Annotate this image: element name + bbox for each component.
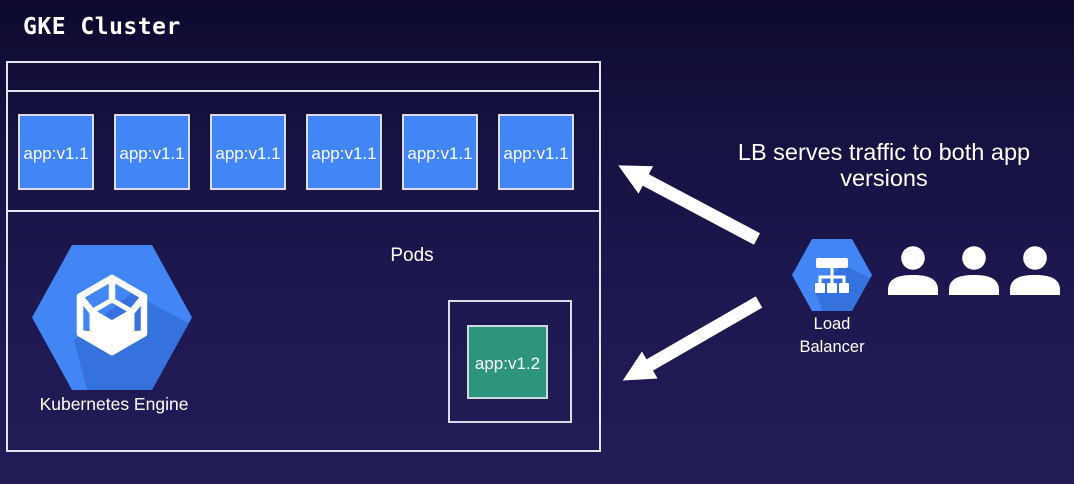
cluster-header-divider	[8, 90, 599, 92]
load-balancer-label: Load Balancer	[799, 315, 865, 356]
user-silhouette-icon	[888, 246, 938, 295]
pod-v1-box: app:v1.1	[114, 114, 190, 190]
gke-cluster-boundary: app:v1.1 app:v1.1 app:v1.1 app:v1.1 app:v1.1…	[6, 61, 601, 452]
pod-v2-box: app:v1.2	[467, 325, 548, 399]
pods-label: Pods	[390, 245, 434, 266]
user-silhouette-icon	[949, 246, 999, 295]
kubernetes-engine-label: Kubernetes Engine	[39, 394, 189, 414]
pods-row-divider	[8, 210, 599, 212]
pods-row: app:v1.1 app:v1.1 app:v1.1 app:v1.1 app:v1.1…	[18, 114, 574, 190]
pod-v1-box: app:v1.1	[210, 114, 286, 190]
user-silhouette-icon	[1010, 246, 1060, 295]
arrow-lb-to-v12-pod	[622, 296, 763, 381]
pod-v1-box: app:v1.1	[402, 114, 478, 190]
new-version-pod-boundary: app:v1.2	[448, 300, 572, 423]
users-group	[887, 246, 1061, 296]
lb-annotation-text: LB serves traffic to both app versions	[737, 139, 1031, 192]
kubernetes-engine-hexagon-icon	[32, 245, 192, 390]
pod-v1-box: app:v1.1	[306, 114, 382, 190]
diagram-title: GKE Cluster	[23, 14, 181, 40]
pod-v1-box: app:v1.1	[18, 114, 94, 190]
pod-v1-box: app:v1.1	[498, 114, 574, 190]
load-balancer-hexagon-icon	[792, 239, 872, 311]
